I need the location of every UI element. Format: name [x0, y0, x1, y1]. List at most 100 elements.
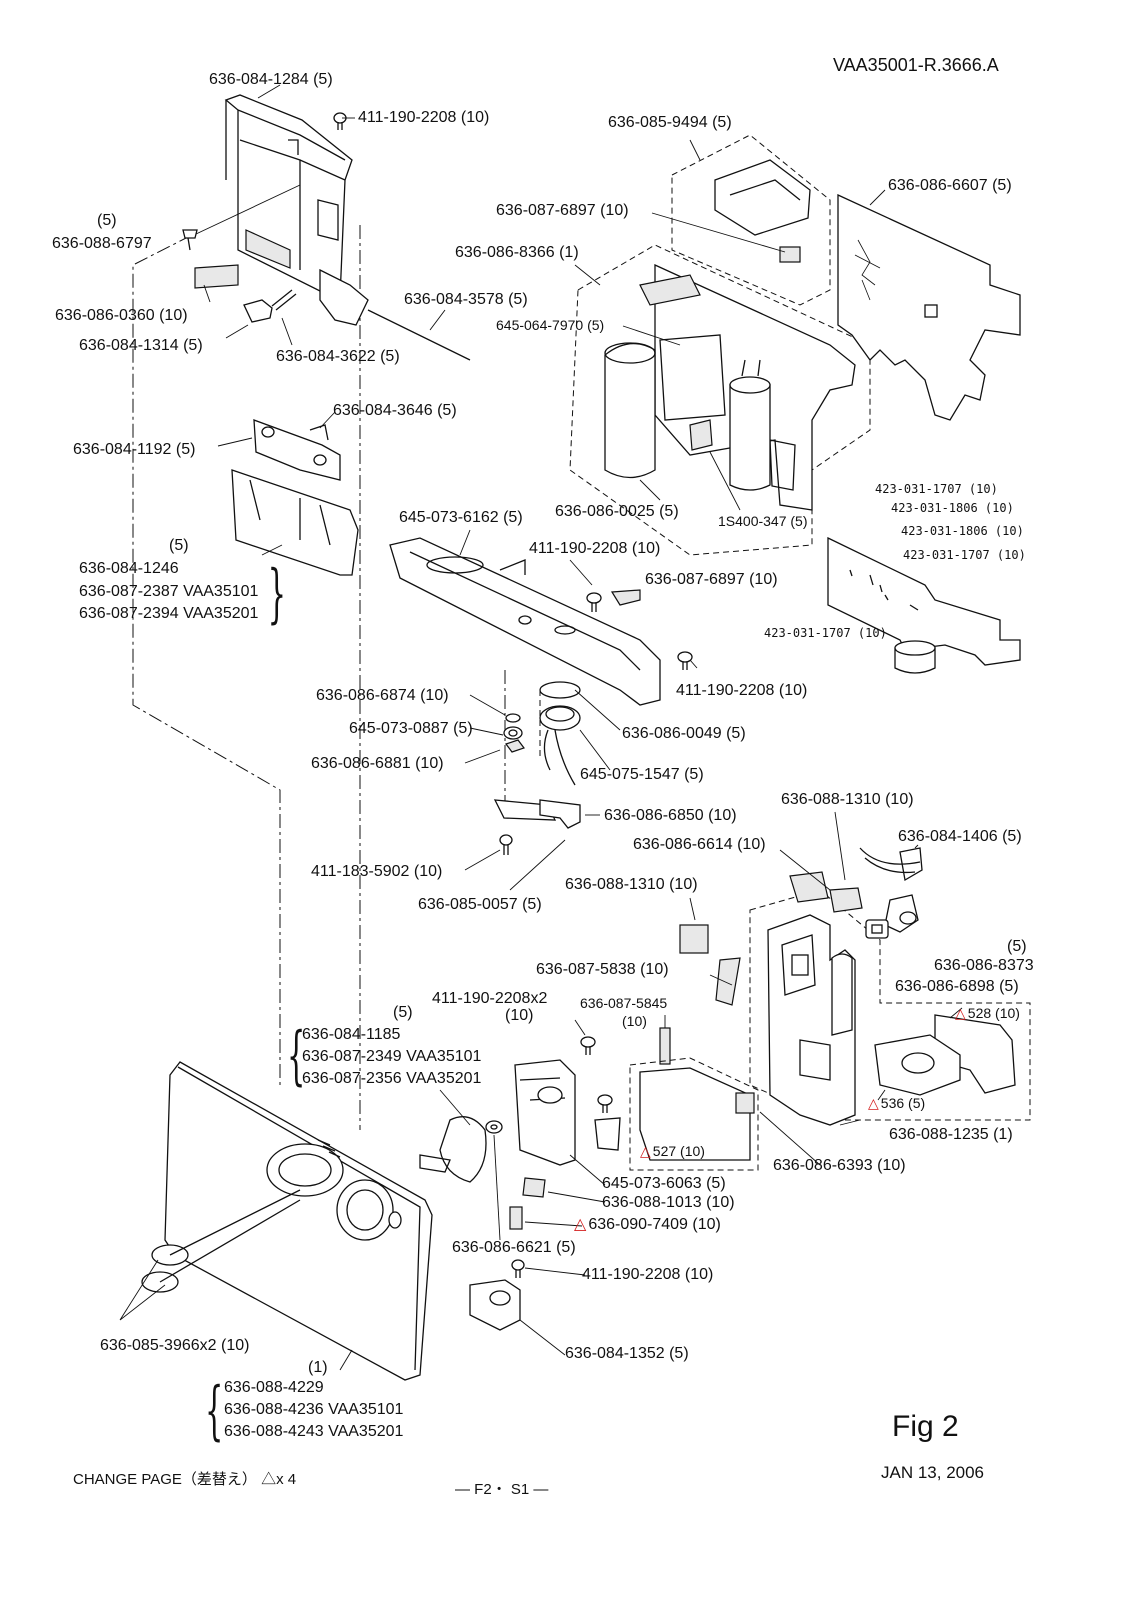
part-label: 636-087-5838 (10)	[536, 961, 669, 978]
capacitor	[729, 359, 771, 491]
part-label: 636-086-6874 (10)	[316, 687, 449, 704]
part-qty: (10)	[505, 1007, 534, 1024]
part-label: 636-084-3622 (5)	[276, 348, 400, 365]
pad-part	[194, 264, 239, 289]
part-label: 636-084-1406 (5)	[898, 828, 1022, 845]
lens-window-pair	[141, 1189, 301, 1293]
part-label: 645-073-0887 (5)	[349, 720, 473, 737]
screw-lower	[499, 834, 513, 855]
lens-ring	[503, 726, 523, 740]
part-label: 411-190-2208x2	[432, 990, 548, 1007]
part-label: 636-084-1192 (5)	[73, 441, 196, 458]
part-label: 636-086-0025 (5)	[555, 503, 679, 520]
part-label: 636-086-6393 (10)	[773, 1157, 906, 1174]
part-label: 645-073-6162 (5)	[399, 509, 523, 526]
pad-6393	[735, 1092, 755, 1114]
lens-pad	[505, 739, 525, 753]
part-label: 411-190-2208 (10)	[529, 540, 661, 557]
part-label: 645-064-7970 (5)	[496, 317, 605, 333]
change-page-text: CHANGE PAGE（差替え）	[73, 1471, 257, 1488]
pad-right	[610, 589, 641, 606]
part-label: 423-031-1806 (10)	[891, 501, 1014, 515]
part-label: 636-085-0057 (5)	[418, 896, 542, 913]
doc-code: VAA35001-R.3666.A	[833, 55, 999, 75]
group-brace: {	[287, 1019, 306, 1093]
sheet-7409	[509, 1206, 523, 1230]
part-label: 636-085-3966x2 (10)	[100, 1337, 250, 1354]
part-label: 636-086-0049 (5)	[622, 725, 746, 742]
part-label: 636-088-6797	[52, 235, 152, 252]
group-line: 636-087-2356 VAA35201	[302, 1070, 482, 1087]
part-label-536: △536 (5)	[868, 1095, 926, 1111]
part-label: 636-085-9494 (5)	[608, 114, 732, 131]
change-triangle-icon: △	[574, 1216, 587, 1233]
part-label: 636-086-6850 (10)	[604, 807, 737, 824]
part-label: 645-075-1547 (5)	[580, 766, 704, 783]
sheet-5838	[715, 957, 741, 1006]
part-label: 636-087-6897 (10)	[496, 202, 629, 219]
speaker-cushion	[539, 681, 581, 699]
part-label: 636-084-1284 (5)	[209, 71, 333, 88]
guide-line-left	[132, 234, 281, 1085]
part-label: 636-087-6897 (10)	[645, 571, 778, 588]
group-line: 636-088-4243 VAA35201	[224, 1423, 404, 1440]
group-line: 636-087-2349 VAA35101	[302, 1048, 482, 1065]
circuit-board	[827, 536, 1021, 674]
shutter-unit-536	[874, 1034, 961, 1096]
frame-part	[224, 94, 369, 326]
part-label-528: △528 (10)	[955, 1005, 1020, 1021]
group-qty: (5)	[393, 1004, 413, 1021]
sheet-1310-right	[829, 887, 863, 913]
change-triangle-icon: △	[640, 1143, 651, 1159]
pad-1310-left	[679, 924, 709, 954]
bracket-part	[714, 159, 811, 236]
front-cover	[164, 1061, 433, 1381]
part-label: 645-073-6063 (5)	[602, 1175, 726, 1192]
part-label: 636-087-5845	[580, 995, 668, 1011]
diode	[689, 419, 713, 451]
change-triangle-icon: △	[955, 1005, 966, 1021]
gasket-6898	[865, 919, 889, 939]
part-qty: (1)	[308, 1359, 328, 1376]
part-label-7409: △636-090-7409 (10)	[574, 1216, 721, 1233]
part-qty: (5)	[1007, 938, 1027, 955]
group-line: 636-084-1246	[79, 560, 179, 577]
part-qty: (5)	[97, 212, 117, 229]
group-line: 636-084-1185	[302, 1026, 401, 1043]
part-label: 423-031-1707 (10)	[903, 548, 1026, 562]
dashed-box-case	[749, 889, 1031, 1121]
screw-e	[511, 1259, 525, 1278]
part-label: 636-086-6614 (10)	[633, 836, 766, 853]
part-label: 1S400-347 (5)	[718, 513, 808, 529]
top-cover	[389, 537, 661, 706]
screw-d1	[580, 1036, 596, 1055]
part-label: 636-088-1235 (1)	[889, 1126, 1013, 1143]
change-page-note: CHANGE PAGE（差替え） △x 4	[73, 1472, 296, 1487]
part-label: 636-086-6881 (10)	[311, 755, 444, 772]
change-triangle-icon: △	[868, 1095, 879, 1111]
figure-label: Fig 2	[892, 1410, 959, 1443]
group-qty: (5)	[169, 537, 189, 554]
part-label: 411-183-5902 (10)	[311, 863, 443, 880]
part-label: 423-031-1707 (10)	[875, 482, 998, 496]
pad-1013	[522, 1177, 546, 1198]
part-label: 636-086-8366 (1)	[455, 244, 579, 261]
holder-8373	[884, 894, 919, 933]
screw-c1	[586, 592, 602, 612]
sheet-5845	[659, 1027, 671, 1065]
part-label: 423-031-1806 (10)	[901, 524, 1024, 538]
part-label: 636-086-6898 (5)	[895, 978, 1019, 995]
washer	[505, 713, 521, 723]
bracket-lower	[493, 799, 581, 829]
battery-case	[767, 914, 856, 1126]
group-line: 636-087-2394 VAA35201	[79, 605, 259, 622]
group-line: 636-088-4229	[224, 1379, 324, 1396]
group-brace: {	[267, 557, 286, 631]
figure-date: JAN 13, 2006	[881, 1463, 985, 1482]
part-label: 411-190-2208 (10)	[582, 1266, 714, 1283]
part-label: 411-190-2208 (10)	[358, 109, 490, 126]
sheet-6614	[789, 871, 829, 903]
part-label: 636-086-6621 (5)	[452, 1239, 576, 1256]
flash-tube	[604, 342, 656, 479]
part-label: 636-086-0360 (10)	[55, 307, 188, 324]
